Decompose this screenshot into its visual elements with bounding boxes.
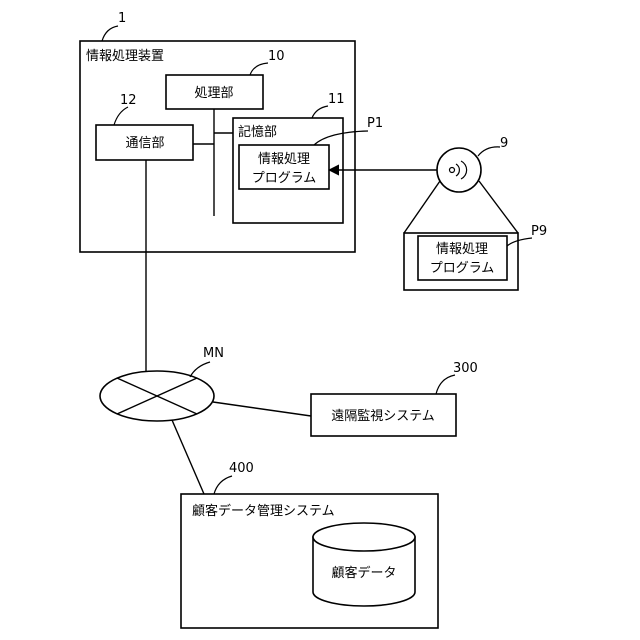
apparatus-ref: 1 xyxy=(118,11,126,26)
program-p9-label-line2: プログラム xyxy=(430,261,495,276)
remote-monitoring-system-label: 遠隔監視システム xyxy=(331,408,435,424)
communication-unit-ref: 12 xyxy=(120,93,137,108)
network-to-remote-monitoring xyxy=(213,402,311,416)
medium-fan-right xyxy=(479,181,518,233)
customer-data-management-system-ref-leader xyxy=(214,476,232,494)
network-to-customer-system xyxy=(172,420,204,494)
remote-monitoring-system-ref-leader xyxy=(436,375,455,394)
customer-data-cylinder-top xyxy=(313,523,415,551)
storage-unit-ref: 11 xyxy=(328,92,345,107)
program-p9-label-line1: 情報処理 xyxy=(436,242,488,257)
customer-data-management-system-label: 顧客データ管理システム xyxy=(192,503,335,519)
customer-data-label: 顧客データ xyxy=(331,565,396,581)
recording-medium-ref-leader xyxy=(478,147,500,156)
program-p1-label-line2: プログラム xyxy=(252,171,317,186)
communication-unit-label: 通信部 xyxy=(125,136,164,151)
medium-fan-left xyxy=(404,181,440,233)
processing-unit-ref: 10 xyxy=(268,49,285,64)
network-ref-leader xyxy=(190,362,210,377)
apparatus-ref-leader xyxy=(102,26,118,41)
recording-medium-ref: 9 xyxy=(500,136,508,151)
program-p9-ref: P9 xyxy=(531,224,547,239)
storage-unit-label: 記憶部 xyxy=(238,124,277,140)
program-p1-label-line1: 情報処理 xyxy=(258,152,310,167)
processing-unit-label: 処理部 xyxy=(194,86,233,101)
remote-monitoring-system-ref: 300 xyxy=(453,361,478,376)
customer-data-management-system-ref: 400 xyxy=(229,461,254,476)
program-p1-ref: P1 xyxy=(367,116,383,131)
network-ref: MN xyxy=(203,346,224,361)
apparatus-label: 情報処理装置 xyxy=(86,49,164,64)
